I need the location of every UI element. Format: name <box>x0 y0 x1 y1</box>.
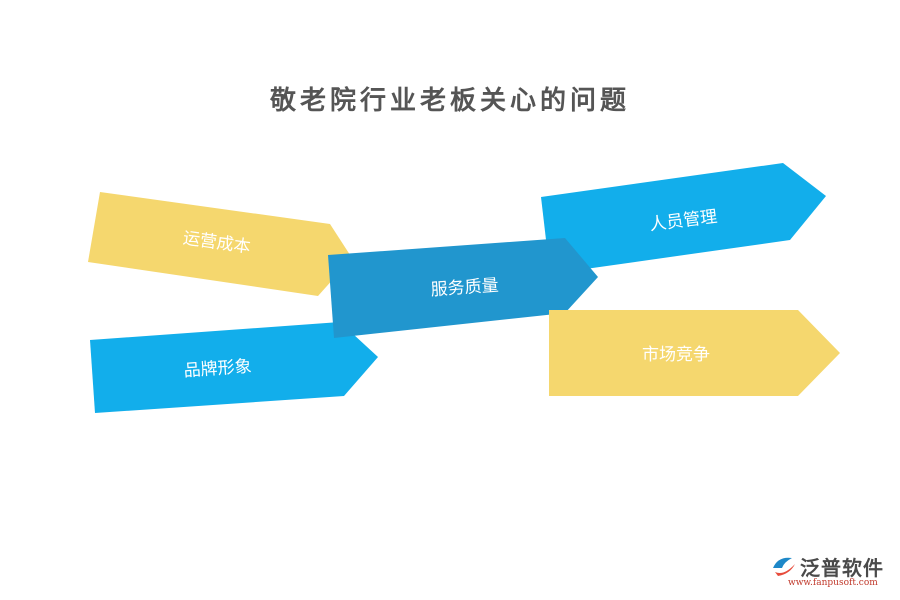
arrow-operating-cost: 运营成本 <box>88 192 352 296</box>
arrow-market-competition: 市场竞争 <box>549 310 840 396</box>
logo-url: www.fanpusoft.com <box>788 578 878 588</box>
brand-logo: 泛普软件 www.fanpusoft.com <box>770 552 895 592</box>
arrow-market-competition-label: 市场竞争 <box>642 345 710 365</box>
arrow-brand-image: 品牌形象 <box>90 322 378 413</box>
arrow-personnel-management: 人员管理 <box>541 163 826 274</box>
arrow-service-quality: 服务质量 <box>328 238 598 338</box>
fanpu-logo-icon <box>773 557 795 576</box>
arrow-service-quality-label: 服务质量 <box>430 276 499 301</box>
diagram-title: 敬老院行业老板关心的问题 <box>269 86 630 116</box>
arrow-brand-image-label: 品牌形象 <box>183 357 252 382</box>
logo-name: 泛普软件 <box>800 556 884 580</box>
